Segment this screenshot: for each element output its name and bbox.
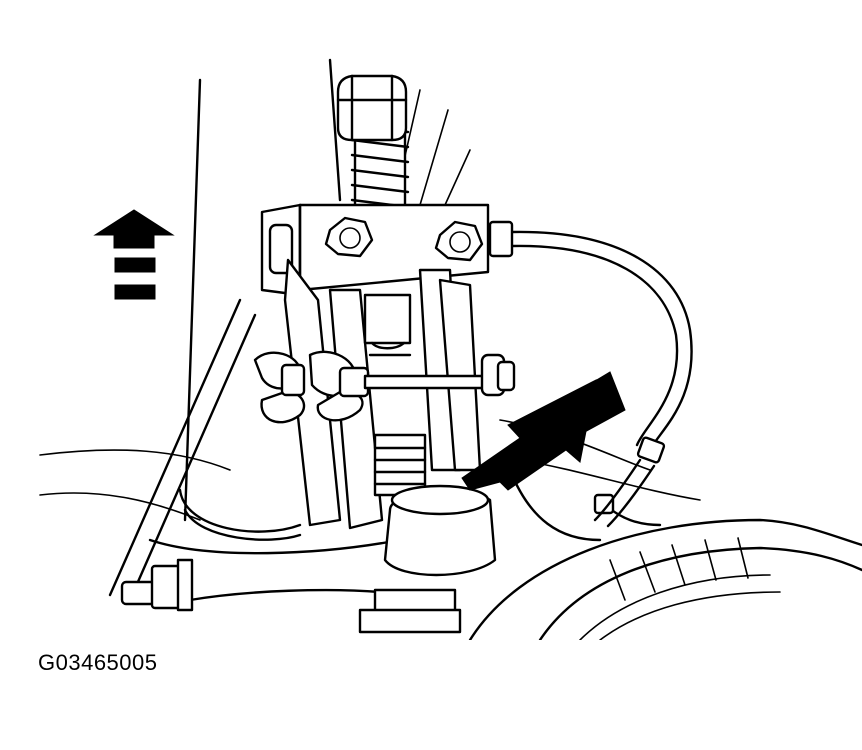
diagonal-arrow-icon [461,371,626,491]
forcing-screw [336,74,410,212]
figure-id-label: G03465005 [38,650,158,675]
up-arrow-icon [93,209,175,300]
puller-crossbar [260,203,490,297]
brake-rotor [468,493,862,640]
stud-bolt [120,558,194,612]
brake-hose [488,220,693,528]
ball-joint-puller-illustration [39,58,862,640]
ball-joint-stud [358,433,497,634]
wing-nut-assembly [253,350,516,424]
